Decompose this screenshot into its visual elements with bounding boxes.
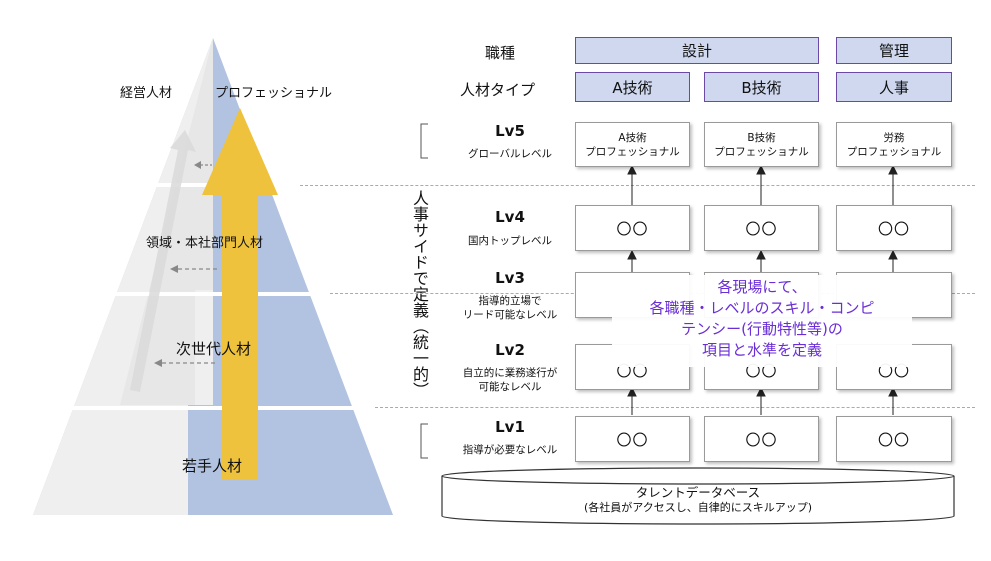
cell-lv5-hr: 労務 プロフェッショナル (836, 122, 952, 167)
header-group-management: 管理 (836, 37, 952, 64)
level-desc-lv5: グローバルレベル (468, 148, 552, 160)
cell-lv4-a-tech: 〇〇 (575, 205, 690, 251)
vertical-caption: 人事サイドで定義（統一的） (410, 190, 429, 398)
level-desc-lv3: 指導的立場で リード可能なレベル (462, 295, 558, 321)
cell-lv4-b-tech: 〇〇 (704, 205, 819, 251)
dashed-arrow-low (154, 359, 215, 367)
definition-callout: 各現場にて、 各職種・レベルのスキル・コンピ テンシー(行動特性等)の 項目と水… (612, 275, 912, 367)
cell-lv4-hr: 〇〇 (836, 205, 952, 251)
cell-lv1-b-tech: 〇〇 (704, 416, 819, 462)
callout-line-1: 各現場にて、 (717, 278, 807, 296)
callout-line-3: テンシー(行動特性等)の (681, 320, 843, 338)
callout-line-2: 各職種・レベルのスキル・コンピ (649, 299, 875, 317)
tier-label-next-gen: 次世代人材 (176, 340, 252, 358)
top-left-label: 経営人材 (120, 86, 173, 101)
top-right-label: プロフェッショナル (215, 86, 333, 101)
level-brackets (420, 123, 428, 459)
header-type-b-tech: B技術 (704, 72, 819, 102)
dashed-arrow-mid (170, 265, 218, 273)
level-name-lv3: Lv3 (495, 269, 525, 287)
database-subtitle: (各社員がアクセスし、自律的にスキルアップ) (583, 501, 813, 514)
header-type-hr: 人事 (836, 72, 952, 102)
level-name-lv5: Lv5 (495, 122, 525, 140)
database-title: タレントデータベース (635, 485, 761, 500)
tier-label-domain: 領域・本社部門人材 (146, 236, 264, 251)
level-name-lv4: Lv4 (495, 208, 525, 226)
cell-lv1-a-tech: 〇〇 (575, 416, 690, 462)
level-separator (375, 407, 975, 408)
level-separator (300, 185, 975, 186)
row-label-talent-type: 人材タイプ (460, 81, 536, 99)
header-group-design: 設計 (575, 37, 819, 64)
callout-line-4: 項目と水準を定義 (701, 341, 822, 359)
cell-lv1-hr: 〇〇 (836, 416, 952, 462)
level-name-lv1: Lv1 (495, 418, 525, 436)
level-name-lv2: Lv2 (495, 341, 525, 359)
level-desc-lv1: 指導が必要なレベル (462, 444, 558, 456)
cell-lv5-a-tech: A技術 プロフェッショナル (575, 122, 690, 167)
talent-pyramid (33, 38, 393, 515)
header-type-a-tech: A技術 (575, 72, 690, 102)
gray-growth-arrow (130, 130, 196, 392)
level-desc-lv4: 国内トップレベル (468, 235, 552, 247)
yellow-growth-arrow (202, 108, 278, 480)
level-desc-lv2: 自立的に業務遂行が 可能なレベル (462, 367, 558, 393)
cell-lv5-b-tech: B技術 プロフェッショナル (704, 122, 819, 167)
dashed-arrow-top (194, 161, 212, 169)
row-label-job-type: 職種 (485, 44, 516, 62)
level-arrows (627, 164, 898, 415)
talent-database-cylinder (441, 467, 955, 525)
tier-label-young: 若手人材 (182, 457, 243, 475)
